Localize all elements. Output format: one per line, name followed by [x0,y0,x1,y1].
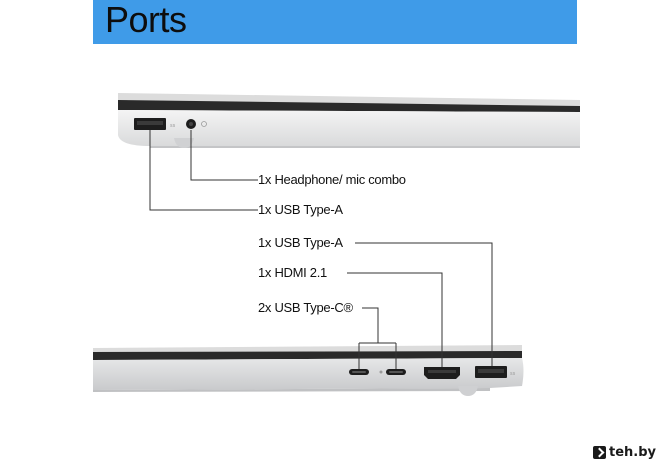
usb-a-port-icon: ss [475,366,516,378]
hdmi-port-icon [424,367,460,379]
laptop-right-side: ss [93,242,524,396]
label-hdmi: 1x HDMI 2.1 [258,265,327,280]
usb-c-port-icon [349,369,406,375]
leader-line-usb-a-right [355,242,493,366]
leader-line-hdmi [347,272,443,367]
page-title: Ports [105,0,187,40]
usb-a-port-icon: ss [134,118,176,130]
svg-text:ss: ss [510,371,516,377]
watermark-logo-icon [593,445,606,459]
leader-line-headphone [190,130,258,181]
svg-text:ss: ss [170,123,176,129]
leader-line-usb-c [362,307,379,343]
label-headphone-mic: 1x Headphone/ mic combo [258,172,406,187]
watermark-text: teh.by [609,444,657,460]
label-usb-a-right: 1x USB Type-A [258,235,343,250]
label-usb-c: 2x USB Type-C® [258,300,353,315]
watermark: teh.by [593,441,668,463]
headphone-jack-icon [186,119,207,129]
header-banner: Ports [93,0,577,44]
laptop-left-side: ss [118,93,580,211]
label-usb-a-left: 1x USB Type-A [258,202,343,217]
leader-line-usb-a-left [149,130,258,211]
